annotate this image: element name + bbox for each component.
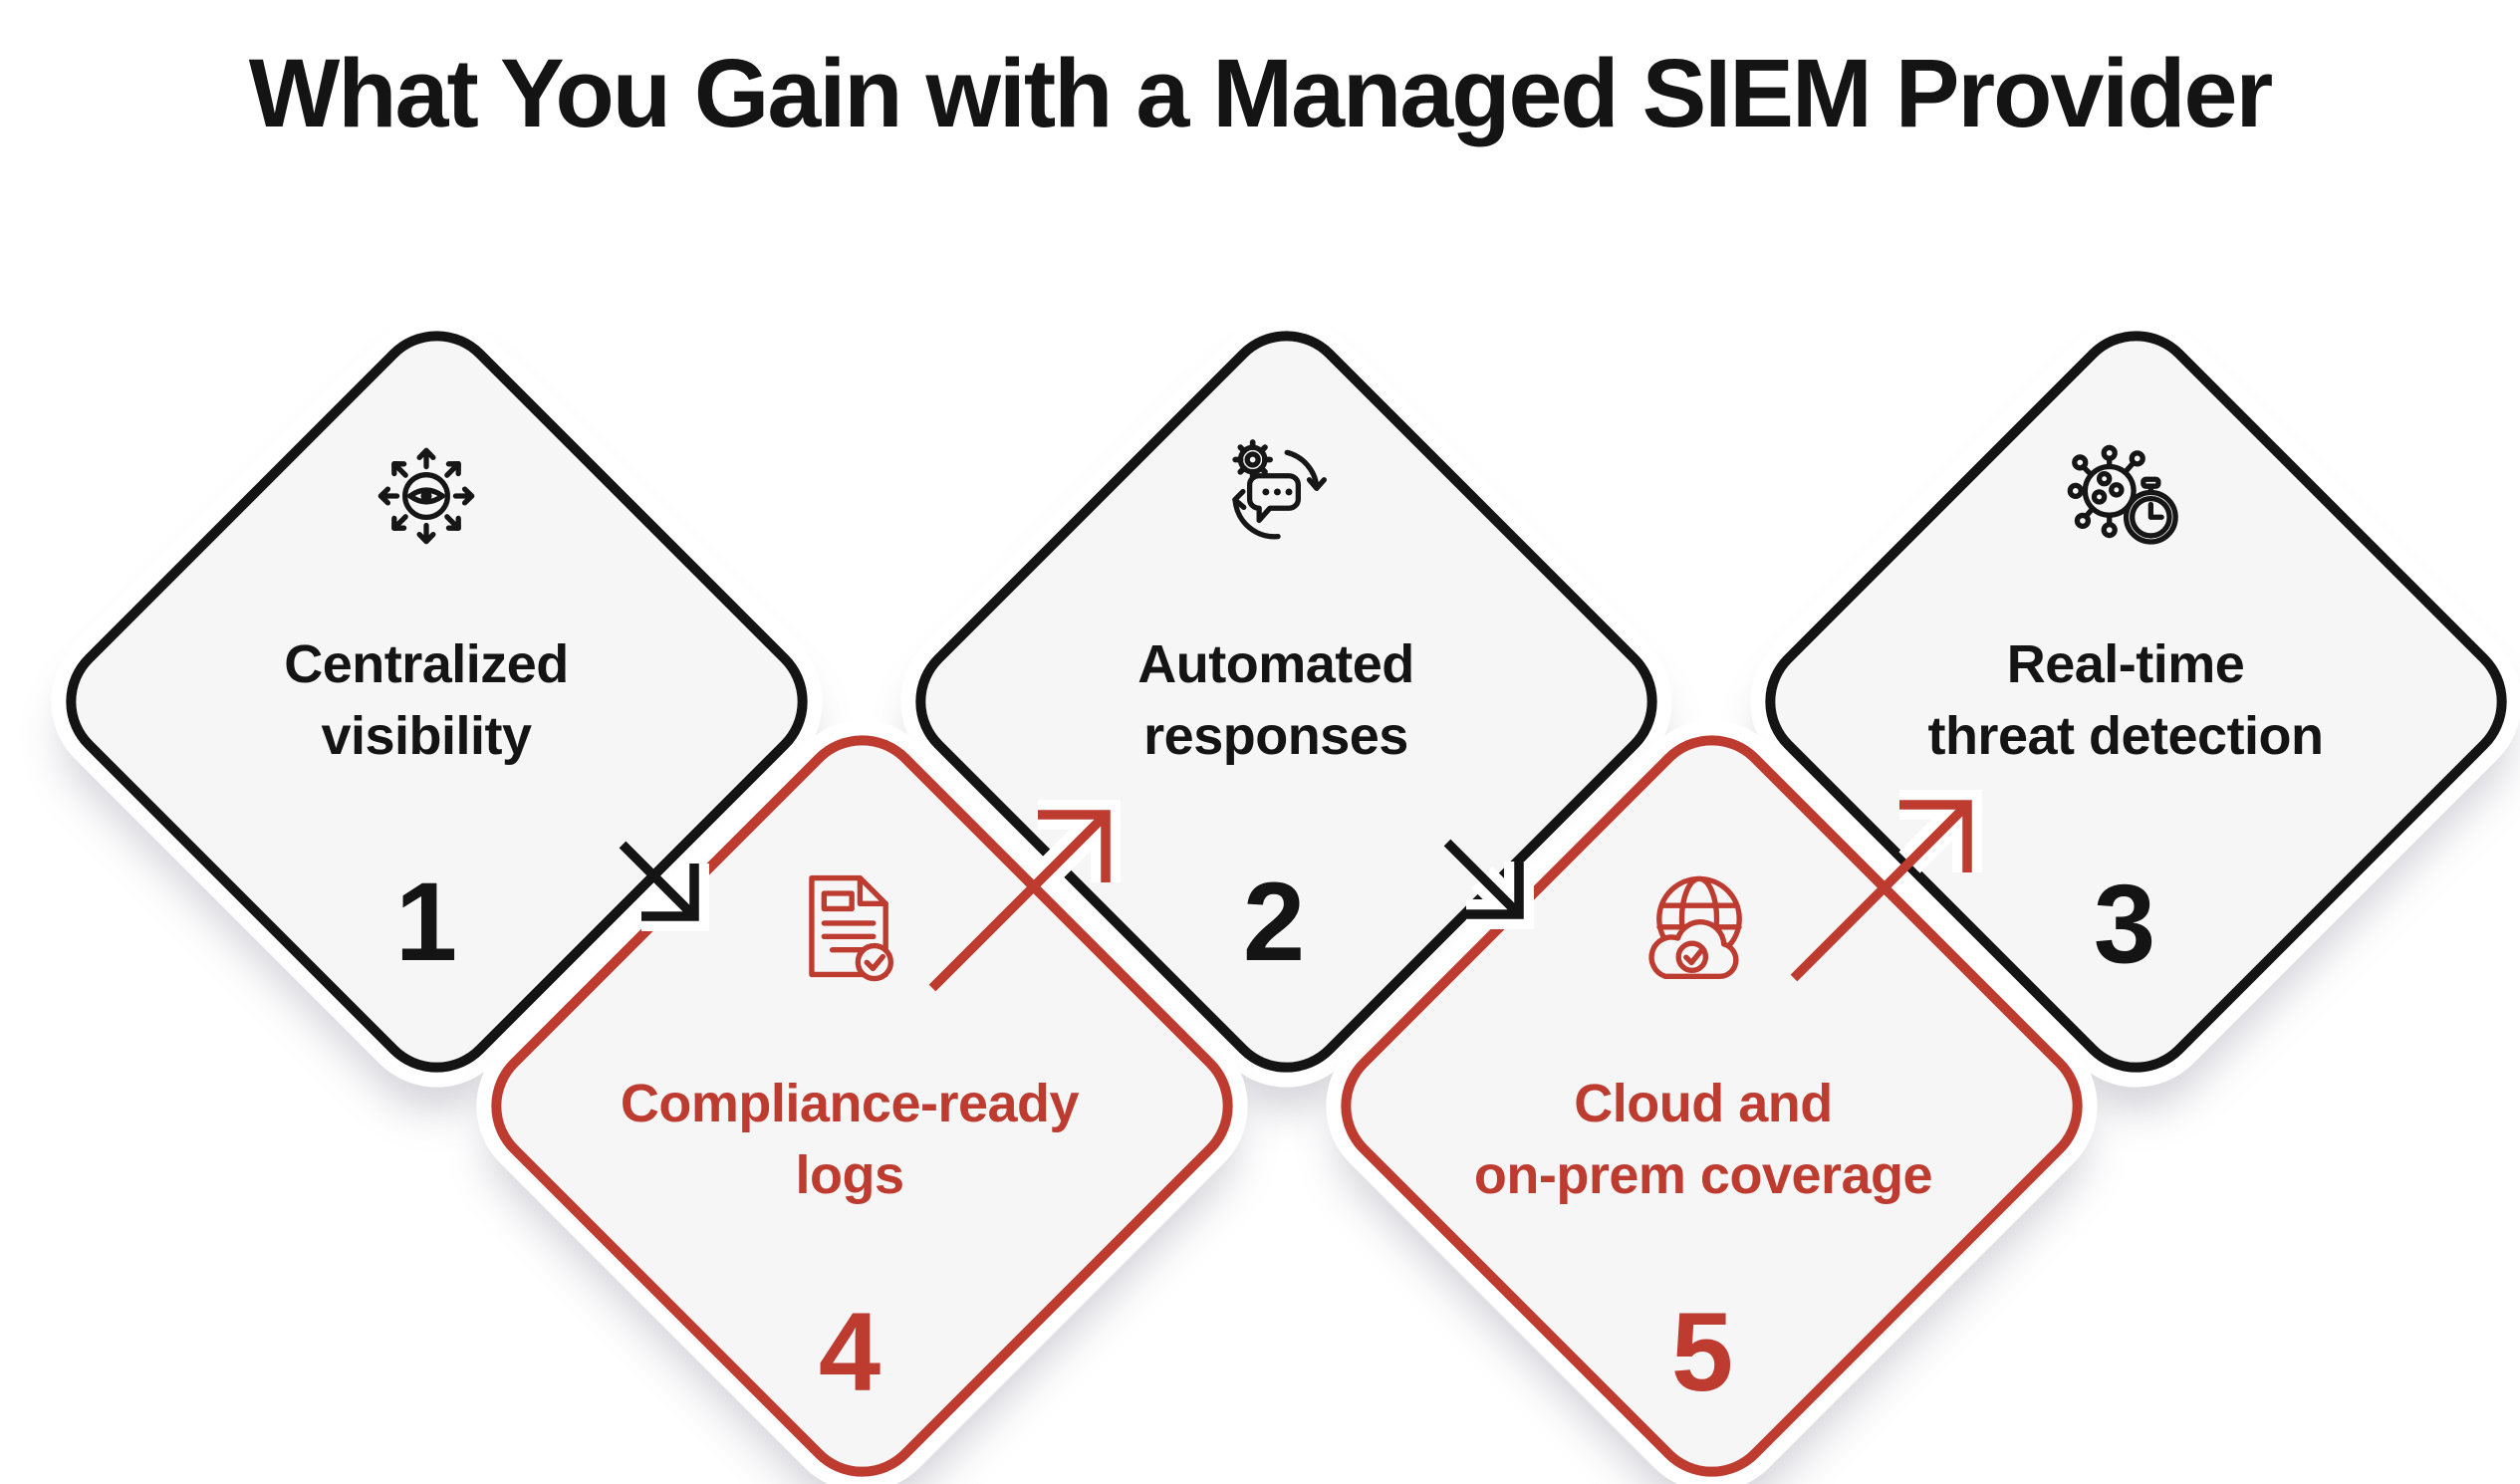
- step-number-4: 4: [818, 1290, 882, 1414]
- step-label-2: Automated responses: [1137, 628, 1414, 772]
- page-title: What You Gain with a Managed SIEM Provid…: [248, 39, 2274, 147]
- step-number-2: 2: [1242, 860, 1306, 984]
- step-label-3: Real-time threat detection: [1927, 628, 2324, 772]
- step-number-1: 1: [394, 860, 458, 984]
- compliance-logs-document-check-icon: [781, 861, 912, 992]
- step-label-1: Centralized visibility: [284, 628, 569, 772]
- step-label-5: Cloud and on-prem coverage: [1473, 1068, 1933, 1211]
- step-label-line: logs: [795, 1145, 904, 1205]
- step-number-3: 3: [2093, 862, 2156, 986]
- step-label-line: threat detection: [1927, 706, 2324, 766]
- step-label-line: on-prem coverage: [1473, 1145, 1933, 1205]
- step-label-line: Centralized: [284, 634, 569, 694]
- step-label-line: responses: [1143, 706, 1408, 766]
- realtime-threat-stopwatch-icon: [2063, 435, 2192, 565]
- centralized-visibility-eye-icon: [362, 431, 491, 561]
- automated-responses-gear-chat-icon: [1210, 429, 1340, 559]
- step-label-line: Real-time: [2006, 634, 2245, 694]
- step-label-line: Compliance-ready: [620, 1074, 1080, 1133]
- step-label-4: Compliance-ready logs: [620, 1068, 1080, 1211]
- cloud-onprem-globe-check-icon: [1634, 866, 1765, 998]
- step-number-5: 5: [1670, 1290, 1734, 1414]
- step-label-line: Cloud and: [1574, 1074, 1833, 1133]
- step-label-line: Automated: [1137, 634, 1414, 694]
- step-label-line: visibility: [321, 706, 532, 766]
